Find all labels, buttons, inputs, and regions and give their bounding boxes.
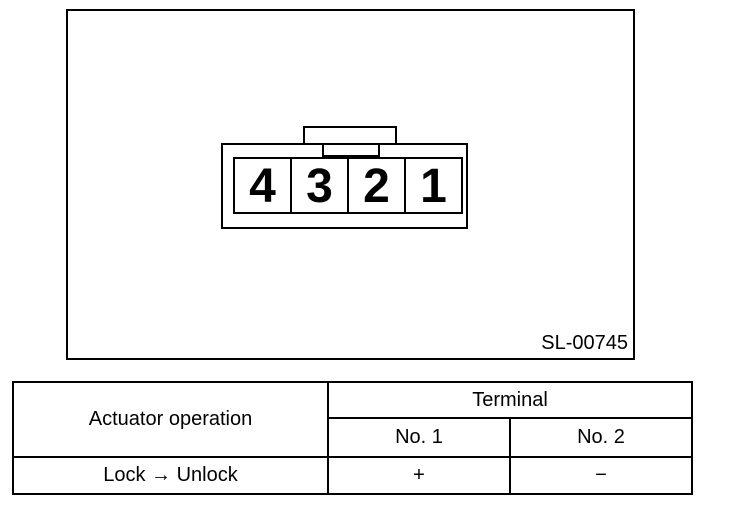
cell-terminal-no2-polarity: − <box>509 456 693 495</box>
pin-cell-1: 1 <box>406 159 461 212</box>
table-header-terminal-no1: No. 1 <box>327 417 511 458</box>
table-header-actuator-operation: Actuator operation <box>12 381 329 458</box>
pin-label: 3 <box>306 159 333 213</box>
pin-label: 1 <box>420 159 447 213</box>
table-row: Lock → Unlock + − <box>12 456 693 495</box>
pin-cell-4: 4 <box>235 159 292 212</box>
figure-box: 4 3 2 1 SL-00745 <box>66 9 635 360</box>
figure-code: SL-00745 <box>541 332 628 354</box>
table-header-terminal-no2: No. 2 <box>509 417 693 458</box>
cell-operation: Lock → Unlock <box>12 456 329 495</box>
connector-inner-tab <box>322 143 380 157</box>
connector-key-tab <box>303 126 397 145</box>
table-header-terminal: Terminal <box>327 381 693 419</box>
cell-terminal-no1-polarity: + <box>327 456 511 495</box>
connector-pin-row: 4 3 2 1 <box>233 157 463 214</box>
pin-label: 2 <box>363 159 390 213</box>
pin-label: 4 <box>249 159 276 213</box>
pin-cell-2: 2 <box>349 159 406 212</box>
spec-table: Actuator operation Terminal No. 1 No. 2 … <box>12 381 693 495</box>
pin-cell-3: 3 <box>292 159 349 212</box>
